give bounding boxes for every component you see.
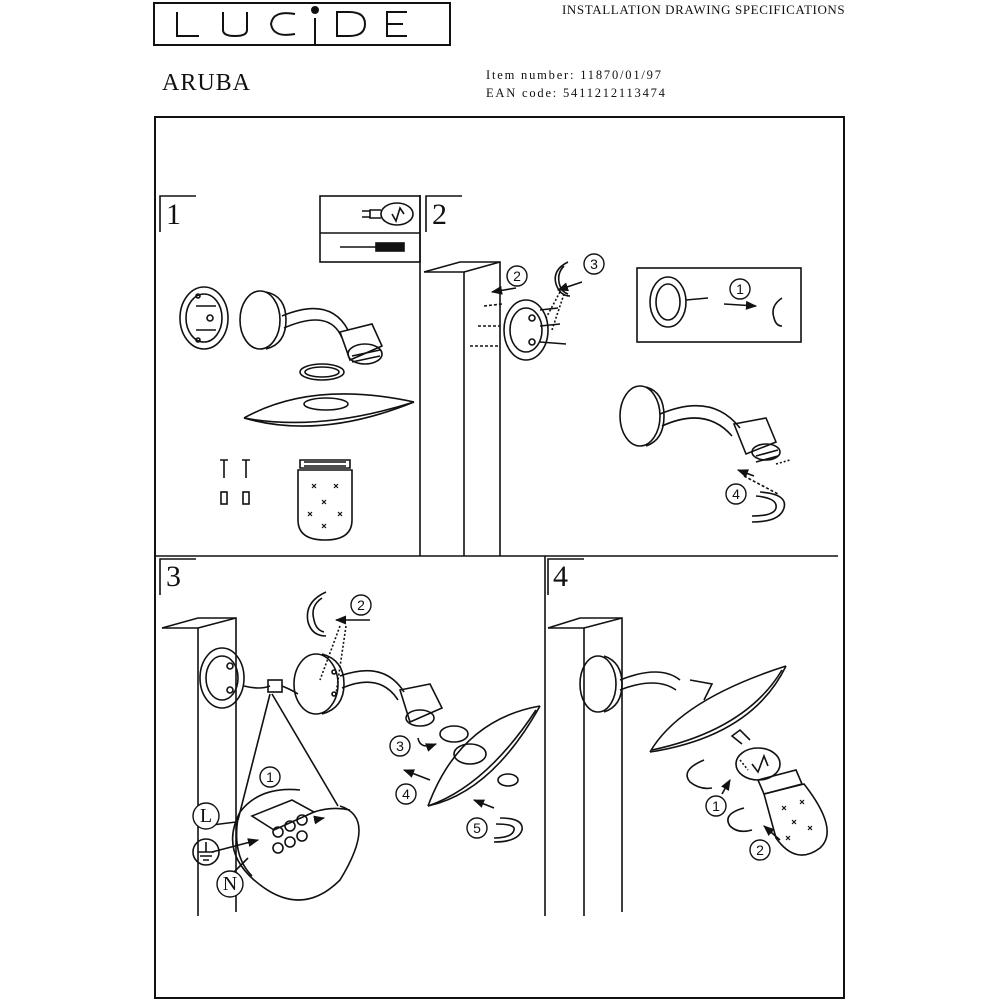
- wire-label-circle: [216, 870, 244, 898]
- step-4-number: 4: [553, 560, 568, 593]
- screwdriver-icon: [340, 242, 405, 252]
- brand-logo: [153, 2, 451, 46]
- wire-label-circle: [192, 802, 220, 830]
- callout-circle: [466, 817, 488, 839]
- callout-circle: [583, 253, 605, 275]
- drawing-frame: [154, 116, 845, 999]
- step-4-drawing: [547, 617, 828, 916]
- callout-circle: [389, 735, 411, 757]
- callout-circle: [705, 795, 727, 817]
- product-name: ARUBA: [162, 70, 252, 96]
- document-title: INSTALLATION DRAWING SPECIFICATIONS: [562, 2, 846, 17]
- step-2-box: [425, 195, 462, 232]
- callout-circle: [259, 766, 281, 788]
- callout-circle: [725, 483, 747, 505]
- lucide-logo-mark: [176, 6, 407, 44]
- step-2-callout-1: 1: [736, 281, 744, 297]
- wire-label-neutral: N: [222, 873, 238, 895]
- step-2-callout-4: 4: [732, 486, 740, 502]
- step-3-callout-5: 5: [473, 820, 481, 836]
- callout-circle: [350, 594, 372, 616]
- callout-circle: [729, 278, 751, 300]
- callout-circle: [395, 783, 417, 805]
- step-2-callout-3: 3: [590, 256, 598, 272]
- callout-circle: [506, 265, 528, 287]
- wire-label-live: L: [199, 805, 213, 827]
- step-4-callout-1: 1: [712, 798, 720, 814]
- step-3-callout-3: 3: [396, 738, 404, 754]
- step-2-number: 2: [432, 198, 447, 231]
- step-4-box: [547, 558, 584, 595]
- step-3-number: 3: [166, 560, 181, 593]
- step-3-callout-2: 2: [357, 597, 365, 613]
- step-2-drawing: [423, 261, 802, 556]
- step-3-callout-1: 1: [266, 769, 274, 785]
- callout-circle: [749, 839, 771, 861]
- bulb-icon: [362, 202, 414, 226]
- step-1-box: [159, 195, 196, 232]
- step-2-callout-2: 2: [513, 268, 521, 284]
- step-1-parts: [179, 195, 421, 541]
- step-4-callout-2: 2: [756, 842, 764, 858]
- step-1-number: 1: [166, 198, 181, 231]
- step-3-drawing: [161, 591, 541, 916]
- step-3-callout-4: 4: [402, 786, 410, 802]
- item-number: Item number: 11870/01/97: [486, 68, 663, 82]
- ean-code: EAN code: 5411212113474: [486, 86, 667, 100]
- step-3-box: [159, 558, 196, 595]
